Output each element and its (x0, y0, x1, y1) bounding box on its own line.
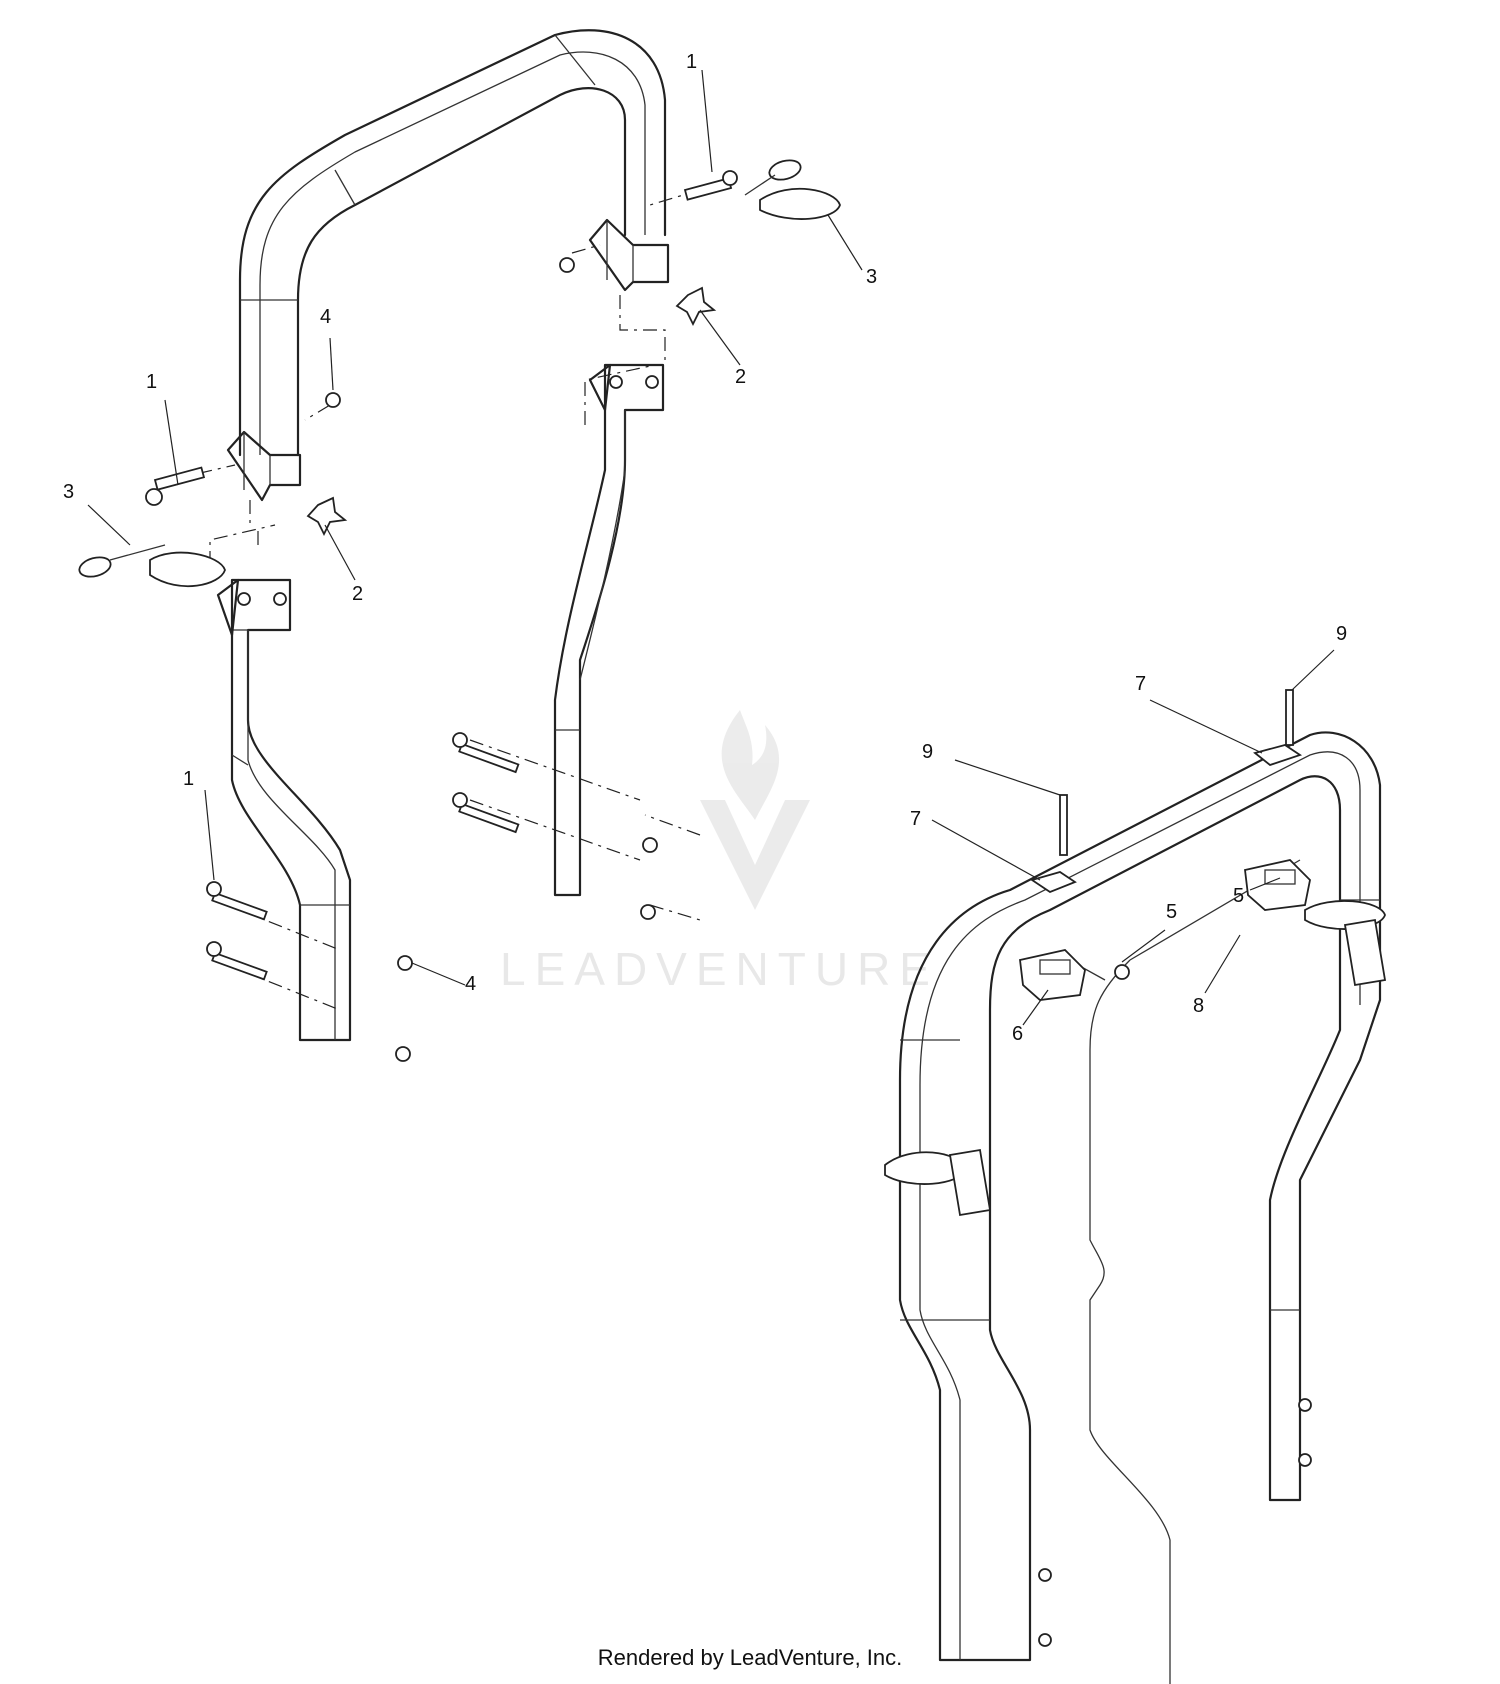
upper-hardware (78, 159, 841, 1062)
right-lower-upright (553, 363, 665, 897)
clevis-pin-left (145, 466, 206, 506)
switch-6 (1019, 949, 1086, 1001)
leadventure-watermark: LEADVENTURE (500, 710, 939, 995)
nut-5 (1114, 964, 1130, 980)
callout-3-right: 3 (866, 266, 877, 288)
leader-lines (87, 69, 1335, 1026)
callout-7-left: 7 (910, 808, 921, 830)
interlock-switch-5 (1244, 859, 1311, 911)
callout-1-upper-right: 1 (686, 51, 697, 73)
clevis-pin-upper-right (683, 170, 738, 201)
nut-upper (325, 392, 341, 408)
callout-6: 6 (1012, 1023, 1023, 1045)
callout-9-left: 9 (922, 741, 933, 763)
callout-8: 8 (1193, 995, 1204, 1017)
watermark-text: LEADVENTURE (500, 943, 939, 995)
hitch-pin-right (744, 159, 841, 220)
left-lower-upright (216, 578, 352, 1042)
bolt-9-left (1059, 794, 1068, 856)
callout-7-right: 7 (1135, 673, 1146, 695)
callout-1-left: 1 (146, 371, 157, 393)
callout-4-upper: 4 (320, 306, 331, 328)
footer-credit: Rendered by LeadVenture, Inc. (597, 1645, 903, 1670)
callout-2-left: 2 (352, 583, 363, 605)
bolt-9-right (1285, 689, 1294, 746)
callout-3-left: 3 (63, 481, 74, 503)
callout-1-lower: 1 (183, 768, 194, 790)
knob-left (306, 496, 348, 537)
callout-5-right: 5 (1233, 885, 1244, 907)
callout-labels: 1 1 1 2 2 3 3 4 4 5 5 6 7 7 8 9 9 (63, 51, 1347, 1045)
rops-upper-hoop (226, 29, 670, 502)
nut-left-bottom-2 (395, 1046, 411, 1062)
callout-5-left: 5 (1166, 901, 1177, 923)
nut-left-bottom-1 (397, 955, 413, 971)
rops-installed-assembly (884, 689, 1387, 1684)
long-bolts (206, 732, 520, 981)
callout-9-right: 9 (1336, 623, 1347, 645)
knob-right (675, 286, 717, 327)
nut-right-bracket (559, 257, 575, 273)
callout-4-lower: 4 (465, 973, 476, 995)
hitch-pin-left (78, 544, 226, 588)
callout-2-right: 2 (735, 366, 746, 388)
nut-right-bottom-1 (642, 837, 658, 853)
nut-right-bottom-2 (640, 904, 656, 920)
